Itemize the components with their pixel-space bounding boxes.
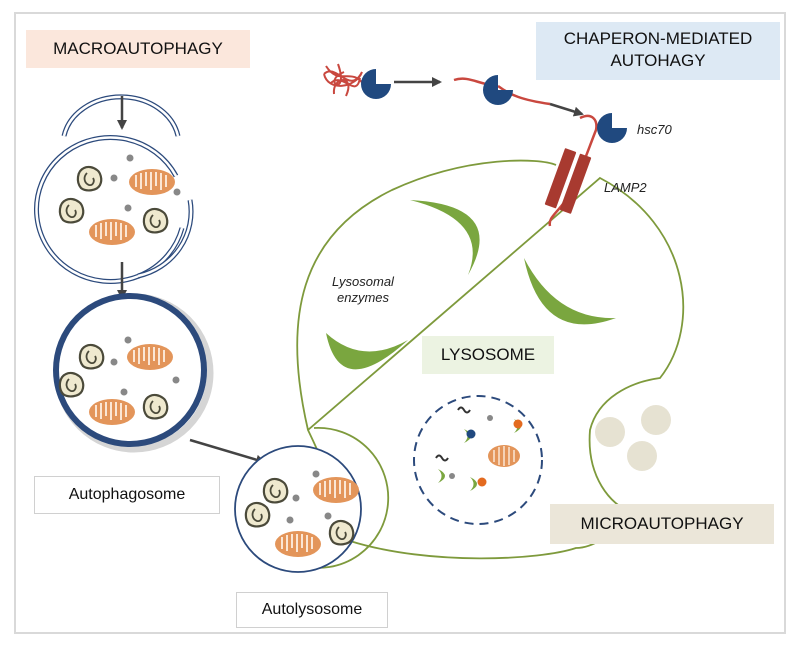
autolysosome <box>234 445 362 573</box>
organelle-icon <box>76 165 103 192</box>
arrow-cma-2 <box>549 102 584 117</box>
lysosomal-enzyme <box>524 258 616 325</box>
hsc70-label: hsc70 <box>637 122 672 137</box>
autophagosome <box>53 293 207 447</box>
organelle-icon <box>58 197 85 224</box>
lysosomal-enzymes-label: Lysosomal enzymes <box>332 274 394 305</box>
arrow-to-lysosome <box>189 438 266 465</box>
organelle-icon <box>78 343 105 370</box>
mitochondrion-icon <box>88 218 136 246</box>
mitochondrion-icon <box>128 168 176 196</box>
organelle-icon <box>142 207 169 234</box>
autophagosome-label: Autophagosome <box>34 476 220 514</box>
mitochondrion-icon <box>126 343 174 371</box>
macroautophagy-title: MACROAUTOPHAGY <box>26 30 250 68</box>
engulfed-vesicle <box>627 441 657 471</box>
cma-title-line1: CHAPERON-MEDIATED <box>563 29 753 48</box>
engulfed-vesicle <box>641 405 671 435</box>
cma-title-line2: AUTOHAGY <box>610 51 706 70</box>
mitochondrion-icon <box>274 530 322 558</box>
organelle-icon <box>142 393 169 420</box>
microautophagy-vesicle <box>413 395 543 525</box>
hsc70-chaperone <box>597 113 627 143</box>
cma-title: CHAPERON-MEDIATED AUTOHAGY <box>536 22 780 80</box>
hsc70-chaperone <box>361 69 391 99</box>
engulfed-vesicle <box>595 417 625 447</box>
lysosomal-enzyme <box>326 333 408 370</box>
microautophagy-title: MICROAUTOPHAGY <box>550 504 774 544</box>
mitochondrion-icon <box>88 398 136 426</box>
lysosome-label: LYSOSOME <box>422 336 554 374</box>
lamp2-label: LAMP2 <box>604 180 647 195</box>
organelle-icon <box>244 501 271 528</box>
autolysosome-label: Autolysosome <box>236 592 388 628</box>
mitochondrion-icon <box>312 476 360 504</box>
hsc70-chaperone <box>483 75 513 105</box>
unfolded-protein <box>323 63 367 97</box>
organelle-icon <box>262 477 289 504</box>
organelle-icon <box>328 519 355 546</box>
lamp2-receptor <box>544 148 592 214</box>
organelle-icon <box>58 371 85 398</box>
lysosomal-enzyme <box>410 200 480 275</box>
